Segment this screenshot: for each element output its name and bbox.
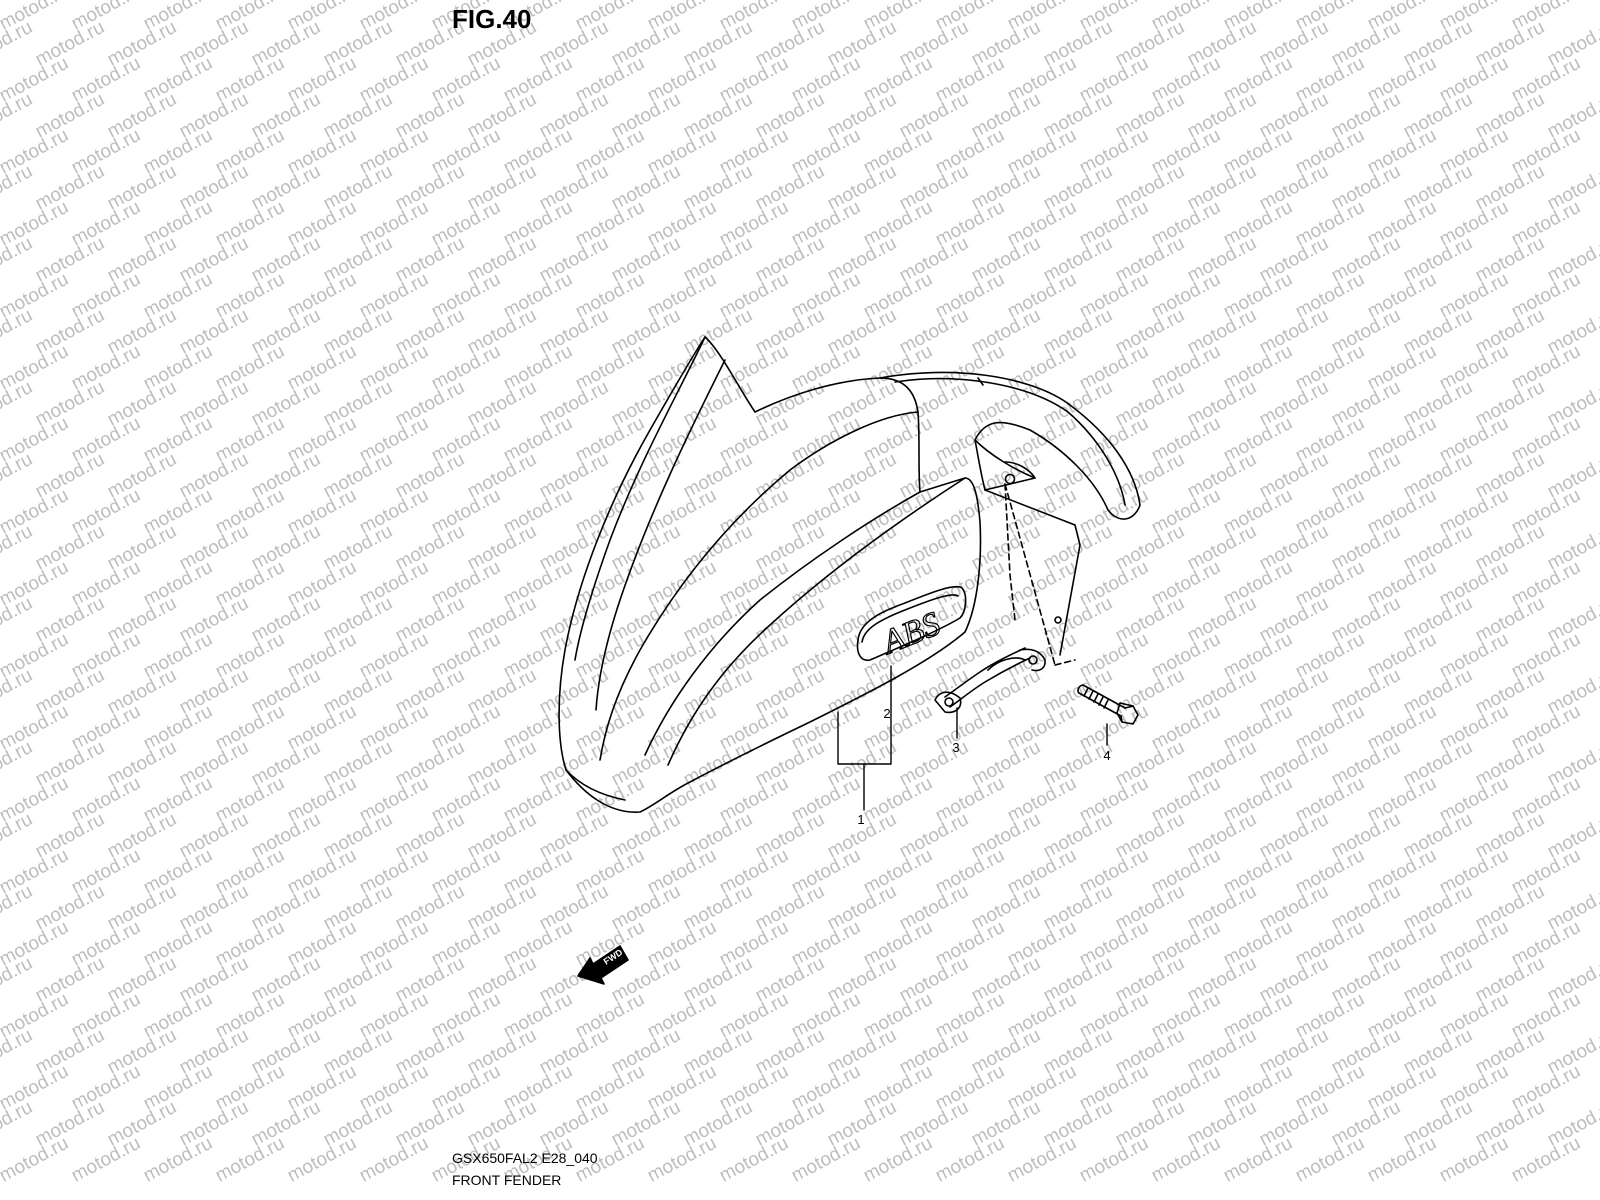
fwd-arrow-icon <box>577 945 629 985</box>
callout-number-3: 3 <box>952 740 959 755</box>
model-code: GSX650FAL2 E28_040 <box>452 1150 598 1166</box>
callout-leaders <box>837 665 1108 811</box>
abs-emblem-part <box>856 585 967 662</box>
callout-number-1: 1 <box>857 812 864 827</box>
front-fender-part <box>558 336 1141 813</box>
figure-title: FIG.40 <box>452 4 532 34</box>
section-name: FRONT FENDER <box>452 1172 562 1188</box>
bracket-part <box>934 647 1046 714</box>
bolt-part <box>1077 684 1139 725</box>
callout-number-2: 2 <box>883 706 890 721</box>
callout-number-4: 4 <box>1103 748 1110 763</box>
